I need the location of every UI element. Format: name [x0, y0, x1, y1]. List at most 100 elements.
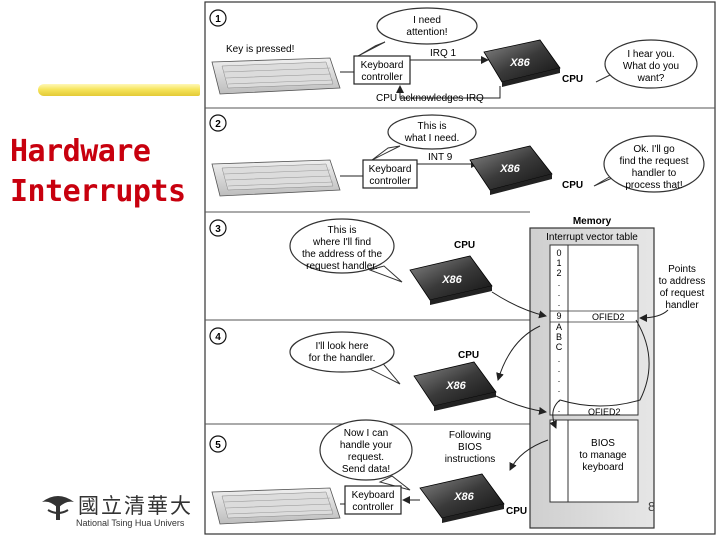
svg-text:where I'll find: where I'll find	[312, 237, 371, 248]
svg-text:I need: I need	[413, 15, 441, 26]
svg-text:keyboard: keyboard	[582, 462, 623, 473]
cpu-chip-icon: X86	[413, 361, 497, 411]
bios-label: BIOS to manage keyboard	[579, 438, 627, 473]
bios-to-cpu-arrow	[509, 439, 549, 471]
svg-text:Points: Points	[668, 264, 696, 275]
svg-text:X86: X86	[453, 491, 474, 503]
ack-arrow	[396, 85, 501, 99]
svg-text:I hear you.: I hear you.	[627, 49, 674, 60]
ivt-table	[549, 244, 639, 416]
svg-text:handler to: handler to	[632, 168, 677, 179]
following-bios-label: Following BIOS instructions	[445, 430, 496, 465]
svg-text:process that!: process that!	[625, 180, 682, 191]
ivt-entry-value: OFIED2	[592, 312, 625, 322]
svg-text:BIOS: BIOS	[458, 442, 482, 453]
svg-text:controller: controller	[352, 502, 394, 513]
cpu-label: CPU	[458, 350, 479, 361]
ivt-to-cpu-arrow	[496, 325, 541, 381]
svg-text:X86: X86	[509, 57, 530, 69]
svg-text:5: 5	[215, 440, 221, 451]
memory-title: Memory	[573, 216, 612, 227]
cpu-label: CPU	[562, 180, 583, 191]
ivt-index: B	[556, 332, 562, 342]
svg-text:4: 4	[215, 332, 221, 343]
svg-text:controller: controller	[361, 72, 403, 83]
points-arrow	[639, 309, 669, 322]
ivt-index: 9	[556, 311, 561, 321]
speech-bubble: This is what I need.	[371, 114, 477, 161]
svg-text:to manage: to manage	[579, 450, 627, 461]
svg-text:I'll look here: I'll look here	[315, 341, 368, 352]
irq-label: IRQ 1	[430, 48, 457, 59]
svg-text:Ok. I'll go: Ok. I'll go	[633, 144, 675, 155]
step-4-marker: 4	[209, 327, 227, 345]
svg-text:controller: controller	[369, 176, 411, 187]
svg-text:2: 2	[215, 119, 221, 130]
svg-text:.: .	[558, 354, 561, 364]
keyboard-icon	[211, 57, 341, 95]
svg-text:3: 3	[215, 224, 221, 235]
ack-label: CPU acknowledges IRQ	[376, 93, 484, 104]
university-emblem-icon	[42, 496, 74, 520]
yellow-highlight-stripe	[38, 84, 200, 96]
svg-text:request.: request.	[348, 452, 384, 463]
svg-text:X86: X86	[445, 380, 466, 392]
svg-text:.: .	[558, 384, 561, 394]
step-2-marker: 2	[209, 114, 227, 132]
svg-text:the address of the: the address of the	[302, 249, 382, 260]
university-logo: 國立清華大 National Tsing Hua Univers	[40, 490, 200, 530]
cpu-chip-icon: X86	[483, 39, 561, 87]
svg-text:attention!: attention!	[406, 27, 447, 38]
svg-text:Send data!: Send data!	[342, 464, 390, 475]
page-number: 8	[648, 499, 656, 514]
cpu-speech-bubble: Ok. I'll go find the request handler to …	[593, 135, 705, 193]
cpu-label: CPU	[562, 74, 583, 85]
speech-bubble: This is where I'll find the address of t…	[289, 218, 403, 283]
svg-text:1: 1	[215, 14, 221, 25]
step-3-marker: 3	[209, 219, 227, 237]
svg-text:Keyboard: Keyboard	[361, 60, 404, 71]
speech-bubble: I need attention!	[357, 7, 478, 57]
bios-block	[549, 419, 639, 503]
step-5-marker: 5	[209, 435, 227, 453]
cpu-label: CPU	[454, 240, 475, 251]
cpu-speech-bubble: I hear you. What do you want?	[595, 39, 698, 89]
svg-text:.: .	[558, 374, 561, 384]
svg-text:of request: of request	[660, 288, 705, 299]
svg-text:.: .	[558, 404, 561, 414]
ivt-label: Interrupt vector table	[546, 232, 638, 243]
ivt-indexes: 0 1 2 . . . 9 A B C . . . . . .	[556, 248, 563, 414]
keyboard-controller-box: Keyboard controller	[344, 485, 402, 515]
cpu-to-handler-arrow	[495, 395, 547, 415]
svg-text:request handler.: request handler.	[306, 261, 378, 272]
ivt-index: 2	[556, 268, 561, 278]
title-line-1: Hardware	[10, 134, 151, 169]
points-to-label: Points to address of request handler	[659, 264, 706, 311]
svg-text:This is: This is	[418, 121, 447, 132]
cpu-to-ivt-arrow	[491, 291, 547, 319]
vector-to-handler-arrow	[549, 319, 650, 429]
svg-text:BIOS: BIOS	[591, 438, 615, 449]
svg-text:X86: X86	[441, 274, 462, 286]
svg-text:handle your: handle your	[340, 440, 393, 451]
svg-text:for the handler.: for the handler.	[309, 353, 376, 364]
svg-text:Keyboard: Keyboard	[369, 164, 412, 175]
speech-bubble: I'll look here for the handler.	[289, 331, 401, 385]
keyboard-controller-box: Keyboard controller	[362, 159, 418, 189]
speech-bubble: Now I can handle your request. Send data…	[319, 419, 413, 491]
svg-text:handler: handler	[665, 300, 699, 311]
keyboard-controller-box: Keyboard controller	[353, 55, 411, 85]
svg-text:.: .	[558, 298, 561, 308]
cpu-chip-icon: X86	[469, 145, 553, 195]
svg-text:want?: want?	[637, 73, 665, 84]
handler-address-label: OFIED2	[588, 407, 621, 417]
svg-text:X86: X86	[499, 163, 520, 175]
svg-text:.: .	[558, 364, 561, 374]
title-line-2: Interrupts	[10, 174, 186, 209]
svg-text:Keyboard: Keyboard	[352, 490, 395, 501]
svg-text:Following: Following	[449, 430, 491, 441]
step-1-marker: 1	[209, 9, 227, 27]
svg-text:This is: This is	[328, 225, 357, 236]
university-name-cn: 國立清華大	[78, 494, 193, 518]
